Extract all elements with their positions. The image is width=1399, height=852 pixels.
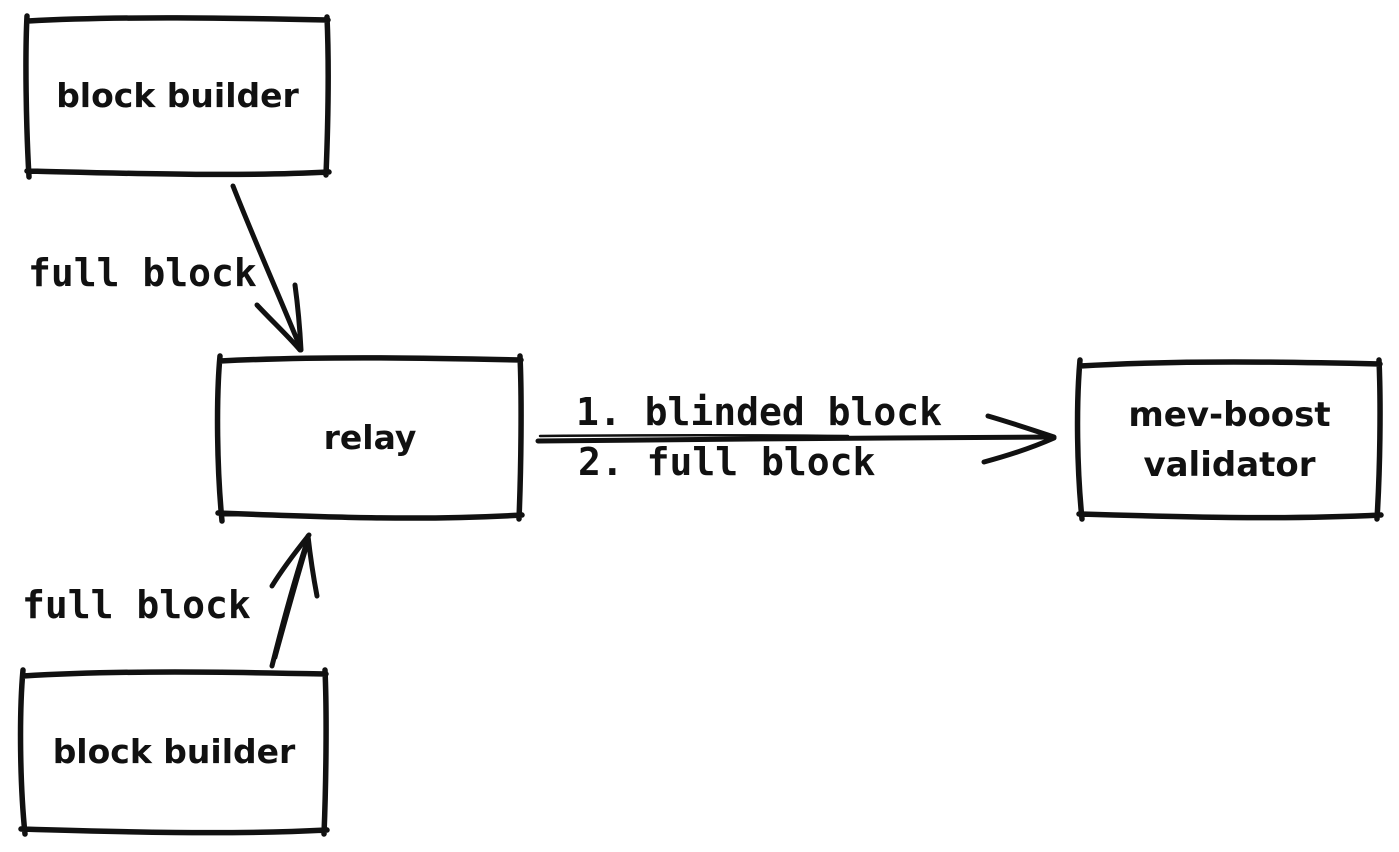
arrow-relay-to-validator bbox=[535, 413, 1057, 465]
mev-boost-validator-box bbox=[1074, 357, 1384, 522]
arrow-bottom-builder-to-relay bbox=[269, 532, 320, 669]
arrow-top-builder-to-relay bbox=[230, 183, 304, 353]
block-builder-bottom-box bbox=[17, 667, 330, 837]
relay-box bbox=[214, 353, 525, 524]
block-builder-top-box bbox=[23, 13, 332, 180]
